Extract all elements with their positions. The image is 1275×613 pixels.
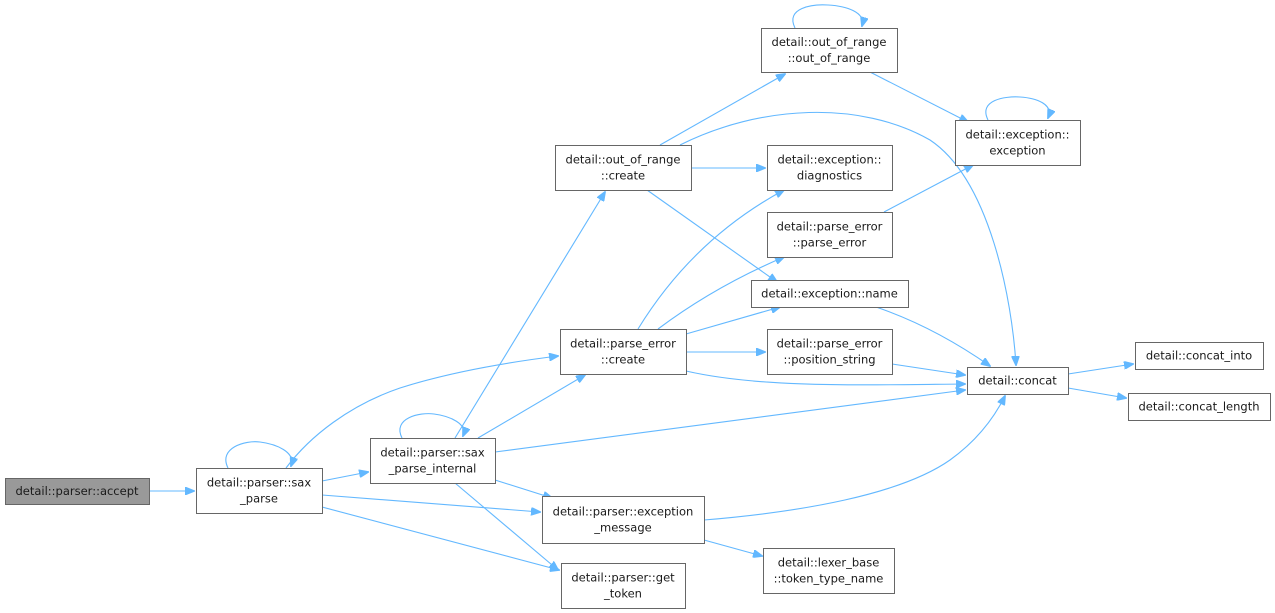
node-sax-parse[interactable]: detail::parser::sax_parse: [196, 468, 323, 514]
node-label: detail::parse_error: [777, 337, 883, 351]
node-accept[interactable]: detail::parser::accept: [5, 478, 150, 505]
node-box: [1128, 393, 1271, 421]
node-box: [767, 145, 893, 191]
node-label: _parse_internal: [388, 462, 477, 476]
node-concat[interactable]: detail::concat: [967, 367, 1069, 395]
edge-sax_parse-to-get_token: [321, 506, 559, 570]
node-box: [767, 212, 893, 258]
node-box: [542, 496, 705, 544]
node-label: detail::out_of_range: [566, 153, 681, 167]
node-label: detail::concat: [978, 374, 1057, 388]
node-box: [967, 367, 1069, 395]
node-label: detail::parser::exception: [553, 505, 694, 519]
node-pe-create[interactable]: detail::parse_error::create: [560, 329, 687, 375]
node-box: [370, 438, 496, 484]
node-token-type-name[interactable]: detail::lexer_base::token_type_name: [763, 548, 895, 594]
edge-pe_ctor-to-exc_ctor: [883, 165, 973, 213]
edge-concat-to-concat_into: [1067, 364, 1133, 375]
node-box: [763, 548, 895, 594]
edge-sax_parse_internal-to-get_token: [454, 482, 558, 570]
edge-sax_parse_internal-to-exception_message: [494, 479, 552, 498]
edge-sax_parse_internal-to-concat: [494, 390, 965, 453]
node-label: ::parse_error: [793, 236, 867, 250]
node-box: [761, 28, 898, 73]
node-label: _token: [603, 587, 642, 601]
node-label: detail::exception::name: [761, 287, 898, 301]
edge-concat-to-concat_length: [1067, 387, 1126, 398]
node-exc-ctor[interactable]: detail::exception::exception: [955, 120, 1081, 166]
node-label: ::position_string: [783, 353, 875, 367]
node-label: detail::parse_error: [777, 220, 883, 234]
edge-oor_create-to-oor_ctor: [659, 74, 785, 146]
edge-sax_parse-to-sax_parse: [225, 441, 292, 469]
node-diagnostics[interactable]: detail::exception::diagnostics: [767, 145, 893, 191]
node-oor-create[interactable]: detail::out_of_range::create: [555, 145, 692, 191]
node-label: detail::parser::sax: [207, 476, 312, 490]
node-box: [1135, 342, 1264, 370]
edge-sax_parse_internal-to-oor_create: [454, 192, 605, 439]
edge-exception_message-to-concat: [703, 396, 1005, 521]
node-label: detail::parse_error: [570, 337, 676, 351]
node-position-string[interactable]: detail::parse_error::position_string: [767, 329, 893, 375]
node-label: _message: [593, 521, 651, 535]
edge-sax_parse-to-sax_parse_internal: [321, 472, 368, 482]
node-label: detail::concat_into: [1146, 349, 1252, 363]
node-label: detail::parser::sax: [380, 446, 485, 460]
node-concat-length[interactable]: detail::concat_length: [1128, 393, 1271, 421]
edges-layer: [149, 4, 1133, 570]
edge-pe_create-to-concat: [685, 370, 965, 385]
edge-oor_ctor-to-oor_ctor: [792, 4, 863, 29]
node-box: [196, 468, 323, 514]
node-label: _parse: [239, 492, 278, 506]
node-box: [5, 478, 150, 505]
edge-exception_message-to-token_type_name: [703, 539, 762, 556]
edge-pe_create-to-exc_name: [685, 307, 780, 335]
edge-pe_create-to-pe_ctor: [657, 257, 784, 330]
edge-position_string-to-concat: [891, 363, 965, 375]
node-concat-into[interactable]: detail::concat_into: [1135, 342, 1264, 370]
edge-oor_create-to-concat: [679, 111, 1016, 365]
node-label: ::token_type_name: [774, 572, 884, 586]
node-box: [560, 329, 687, 375]
node-label: detail::parser::get: [571, 571, 675, 585]
edge-exc_ctor-to-exc_ctor: [985, 96, 1049, 121]
node-label: ::create: [601, 353, 645, 367]
node-label: detail::out_of_range: [772, 35, 887, 49]
node-box: [561, 563, 686, 609]
node-exception-message[interactable]: detail::parser::exception_message: [542, 496, 705, 544]
node-pe-ctor[interactable]: detail::parse_error::parse_error: [767, 212, 893, 258]
node-box: [751, 280, 909, 308]
node-label: detail::exception::: [777, 153, 881, 167]
node-label: ::out_of_range: [788, 51, 871, 65]
node-box: [767, 329, 893, 375]
node-sax-parse-internal[interactable]: detail::parser::sax_parse_internal: [370, 438, 496, 484]
node-get-token[interactable]: detail::parser::get_token: [561, 563, 686, 609]
node-box: [555, 145, 692, 191]
node-label: diagnostics: [797, 169, 862, 183]
edge-oor_create-to-exc_name: [646, 189, 777, 282]
edge-sax_parse-to-exception_message: [321, 494, 540, 512]
node-oor-ctor[interactable]: detail::out_of_range::out_of_range: [761, 28, 898, 73]
node-label: detail::exception::: [965, 128, 1069, 142]
edge-sax_parse_internal-to-pe_create: [477, 375, 585, 439]
edge-sax_parse_internal-to-sax_parse_internal: [399, 413, 464, 439]
edge-sax_parse-to-pe_create: [285, 356, 558, 469]
edge-oor_ctor-to-exc_ctor: [869, 71, 968, 122]
node-box: [955, 120, 1081, 166]
node-label: detail::parser::accept: [15, 484, 139, 498]
node-label: ::create: [601, 169, 645, 183]
edge-pe_create-to-diagnostics: [637, 190, 784, 330]
node-exc-name[interactable]: detail::exception::name: [751, 280, 909, 308]
edge-exc_name-to-concat: [875, 306, 990, 366]
node-label: detail::concat_length: [1138, 400, 1259, 414]
node-label: detail::lexer_base: [778, 556, 880, 570]
nodes-layer: detail::parser::accept detail::parser::sa…: [5, 28, 1271, 609]
node-label: exception: [989, 144, 1045, 158]
